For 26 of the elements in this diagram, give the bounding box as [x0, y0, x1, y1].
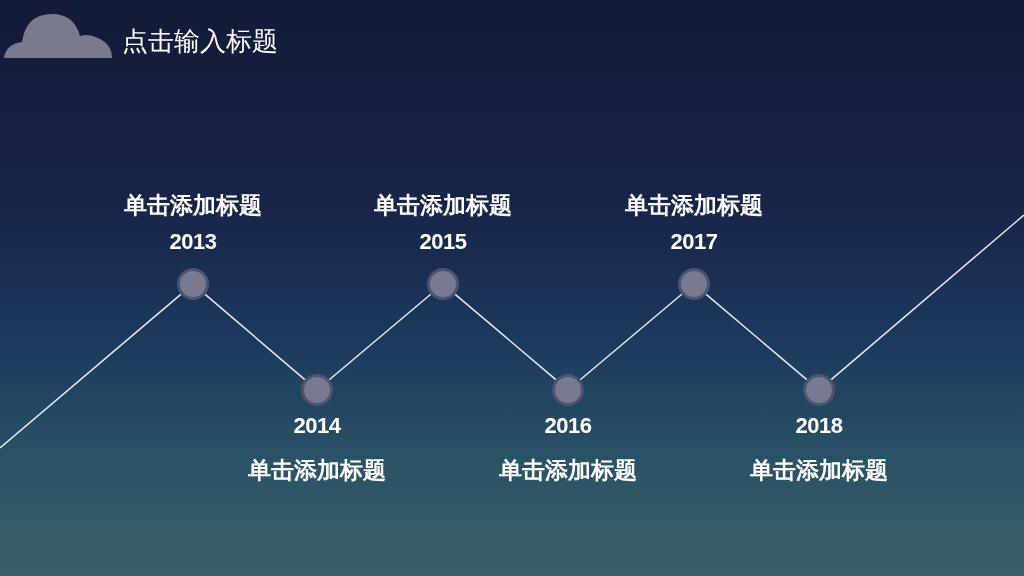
milestone-heading: 单击添加标题 [248, 456, 386, 485]
milestone-heading: 单击添加标题 [499, 456, 637, 485]
timeline-line [328, 293, 432, 381]
milestone-circle [803, 374, 835, 406]
milestone-heading: 单击添加标题 [750, 456, 888, 485]
year-label: 2018 [795, 413, 843, 439]
milestone-heading: 单击添加标题 [625, 191, 763, 220]
milestone-circle [427, 268, 459, 300]
timeline-line [204, 293, 306, 381]
milestone-circle [301, 374, 333, 406]
year-label: 2015 [419, 229, 467, 255]
milestone-heading: 单击添加标题 [374, 191, 512, 220]
timeline-line [705, 293, 808, 381]
timeline-line [579, 293, 683, 381]
milestone-circle [177, 268, 209, 300]
year-label: 2013 [169, 229, 217, 255]
timeline-line [0, 293, 182, 449]
milestone-heading: 单击添加标题 [124, 191, 262, 220]
timeline-line [454, 293, 557, 381]
timeline-line [830, 214, 1024, 381]
year-label: 2016 [544, 413, 592, 439]
milestone-circle [552, 374, 584, 406]
milestone-circle [678, 268, 710, 300]
slide-title: 点击输入标题 [122, 25, 278, 58]
year-label: 2014 [293, 413, 341, 439]
year-label: 2017 [670, 229, 718, 255]
